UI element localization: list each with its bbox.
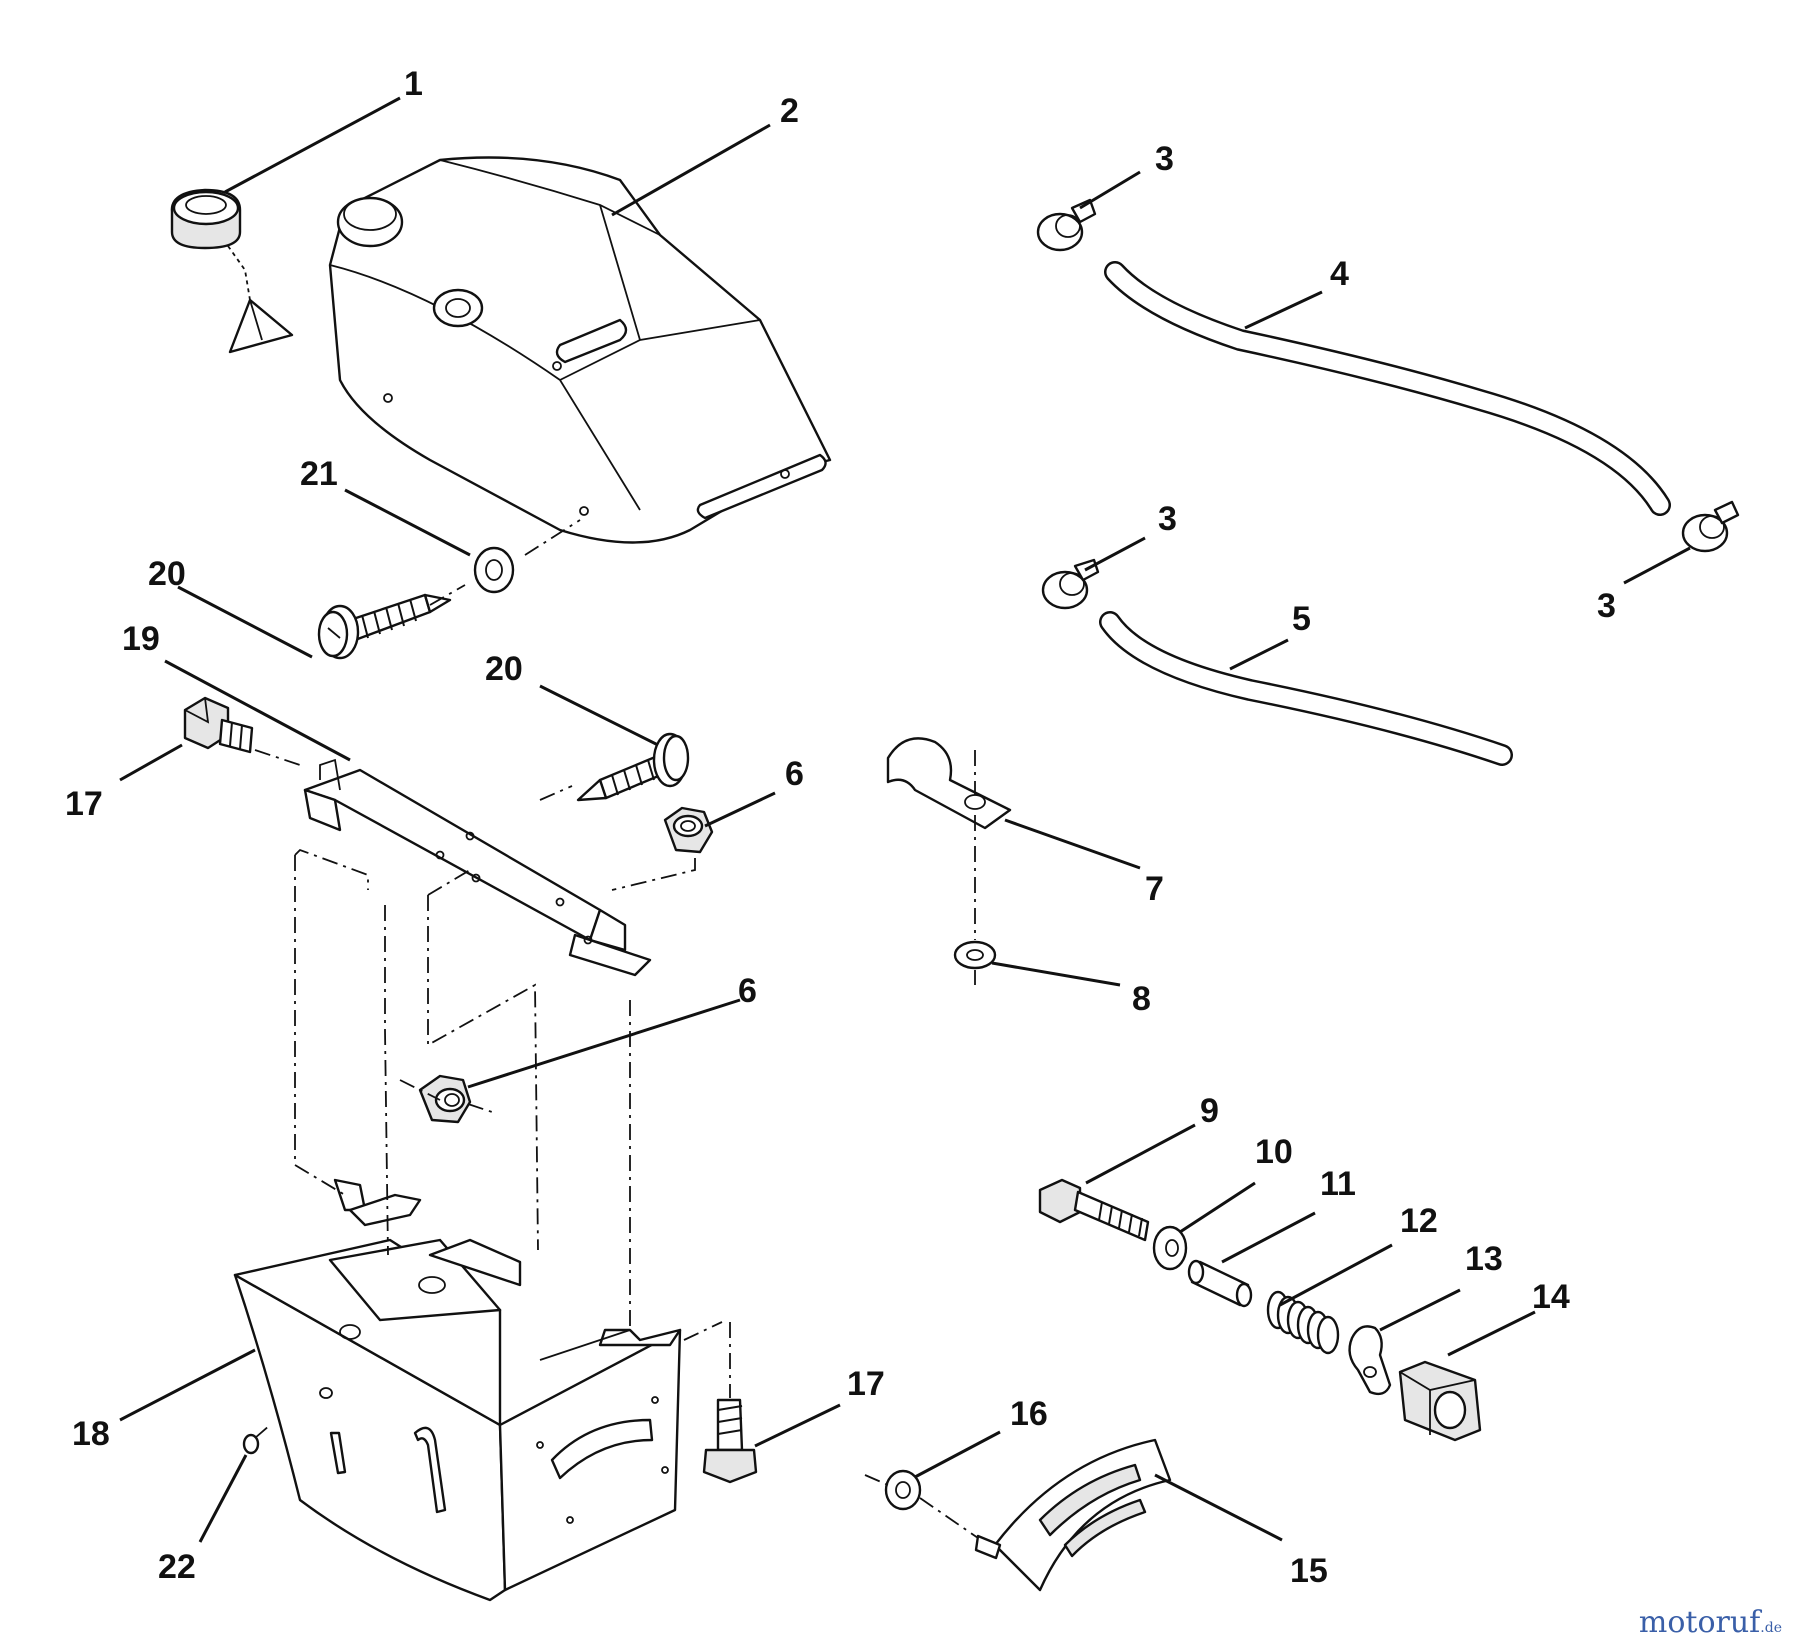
callout-12: 12 [1400,1202,1438,1240]
callout-10: 10 [1255,1133,1293,1171]
part-fuel-cap [170,188,294,354]
callout-16: 16 [1010,1395,1048,1433]
part-hose-clamp-3-c [1681,500,1740,553]
callout-22: 22 [158,1548,196,1586]
callout-4: 4 [1330,255,1349,293]
part-bolt-17-upper [183,696,254,754]
callout-6-a: 6 [785,755,804,793]
part-washer-10 [1152,1225,1188,1271]
callout-5: 5 [1292,600,1311,638]
callout-9: 9 [1200,1092,1219,1130]
callout-7: 7 [1145,870,1164,908]
part-gauge-plate-15 [974,1438,1172,1592]
part-hose-bracket-7 [886,737,1012,830]
watermark-logo: motoruf.de [1639,1605,1782,1640]
callout-3-b: 3 [1158,500,1177,538]
callout-1: 1 [404,65,423,103]
watermark-name: motoruf [1638,1605,1761,1640]
part-washer-8 [953,940,997,970]
watermark-tld: .de [1760,1620,1782,1636]
part-nut-6-upper [663,806,714,854]
assembly-lines [254,519,979,1539]
part-screw-22 [242,1433,260,1455]
callout-11: 11 [1320,1165,1356,1203]
callout-labels: 1 2 3 3 3 3 4 5 6 6 7 8 9 10 11 12 13 14… [65,65,1616,1590]
part-block-14 [1398,1360,1482,1442]
callout-20-b: 20 [485,650,523,688]
part-screw-20-upper [317,593,452,660]
callout-17-b: 17 [847,1365,885,1403]
part-spring-12 [1266,1290,1340,1355]
callout-3-a: 3 [1155,140,1174,178]
callout-15: 15 [1290,1552,1328,1590]
part-screw-20-lower [576,732,690,802]
callout-14: 14 [1532,1278,1570,1316]
callout-19: 19 [122,620,160,658]
part-hose-clamp-3-a [1036,198,1097,252]
part-fuel-hose-4 [1104,261,1671,516]
part-fuel-tank [328,156,832,544]
part-dash-panel-18 [233,1178,682,1602]
part-fuel-hose-5 [1099,611,1513,766]
part-bolt-9 [1038,1178,1150,1242]
callout-2: 2 [780,92,799,130]
callout-6-b: 6 [738,972,757,1010]
callout-21: 21 [300,455,338,493]
callout-3-d: 3 [1597,587,1616,625]
callout-8: 8 [1132,980,1151,1018]
part-washer-21 [473,546,515,594]
part-clip-13 [1348,1325,1392,1396]
part-bracket-19 [303,758,652,977]
part-washer-16 [884,1469,922,1511]
part-nut-6-lower [418,1074,472,1124]
callout-17-a: 17 [65,785,103,823]
callout-20-a: 20 [148,555,186,593]
callout-13: 13 [1465,1240,1503,1278]
leader-lines [119,96,1691,1543]
callout-18: 18 [72,1415,110,1453]
part-bolt-17-lower [702,1398,758,1484]
part-spacer-11 [1187,1259,1253,1308]
